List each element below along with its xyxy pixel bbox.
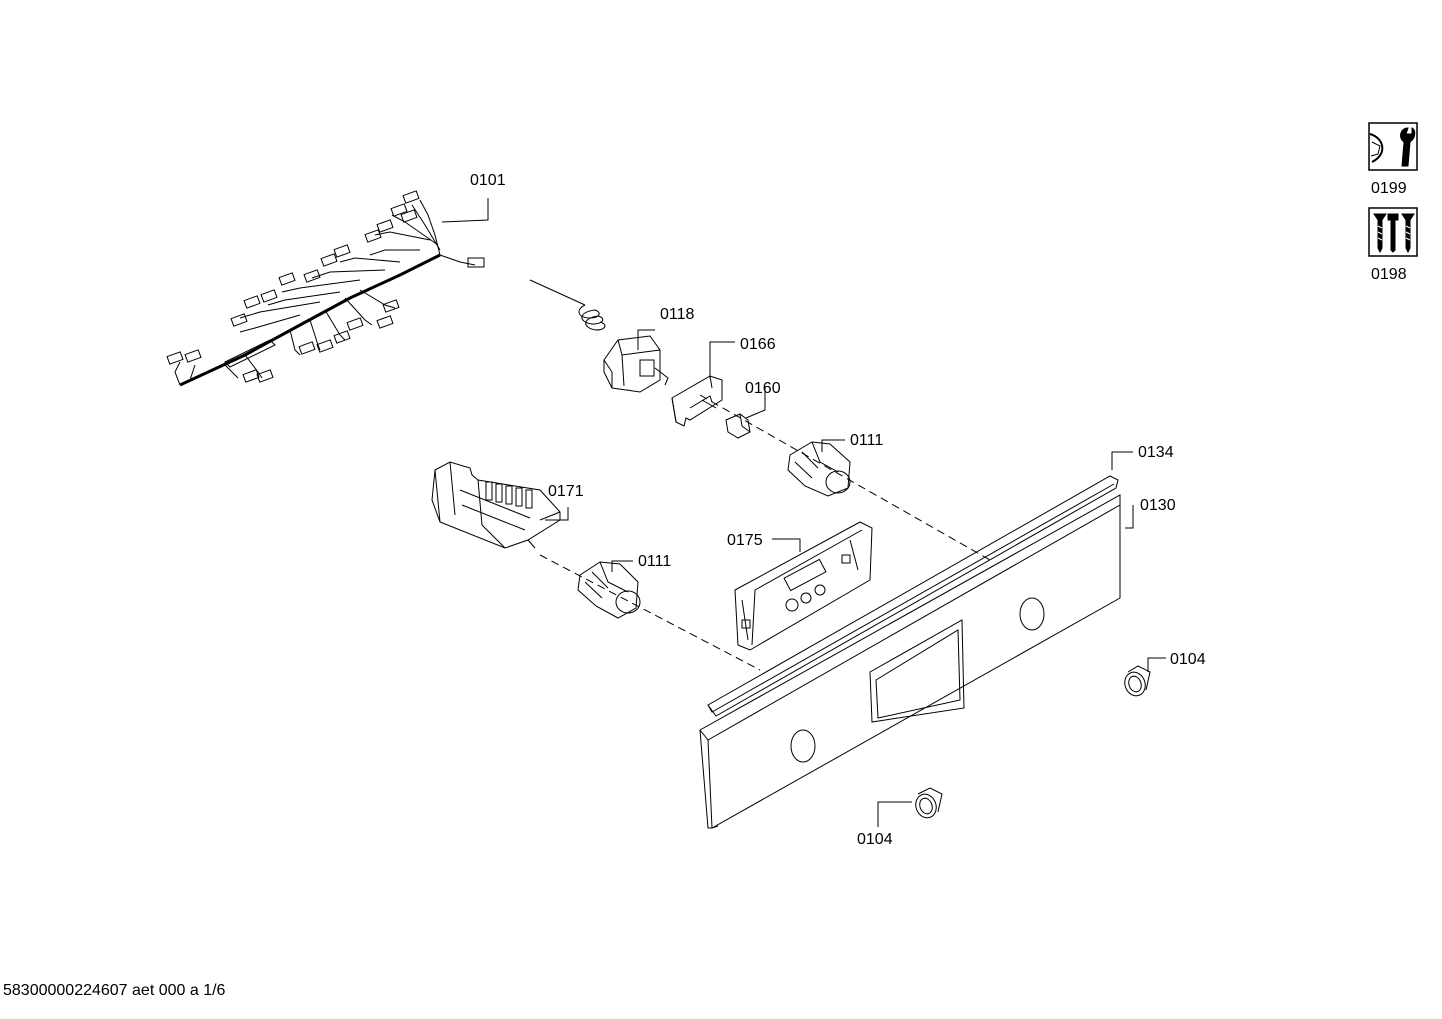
leader-0111-upper [821, 439, 845, 452]
ring-0104-bottom [915, 787, 943, 819]
leader-0118 [637, 329, 655, 350]
bracket-0166 [671, 375, 723, 427]
part-label-0111-upper: 0111 [850, 432, 883, 449]
leader-0134 [1111, 451, 1133, 470]
screws-icon [1368, 207, 1418, 257]
assembly-line-lower [539, 554, 761, 671]
control-module-0175 [734, 521, 873, 651]
part-label-0166: 0166 [740, 336, 776, 353]
part-label-0134: 0134 [1138, 444, 1174, 461]
leader-0171 [545, 507, 569, 521]
leader-0104-bottom [877, 801, 912, 827]
selector-switch-0171 [431, 461, 561, 549]
wrench-icon [1368, 122, 1418, 171]
leader-0160 [745, 386, 766, 419]
part-label-0118: 0118 [660, 306, 695, 323]
thermostat-0118 [529, 279, 669, 393]
part-label-0111-lower: 0111 [638, 553, 671, 570]
screws-icon-label: 0198 [1371, 266, 1407, 283]
knob-0111-lower [577, 561, 641, 619]
part-label-0104-bottom: 0104 [857, 831, 893, 848]
leader-0130 [1125, 505, 1134, 529]
wiring-harness-0101 [166, 190, 485, 387]
trim-strip-0134 [707, 475, 1119, 717]
part-label-0175: 0175 [727, 532, 763, 549]
leader-0166 [709, 341, 735, 378]
part-label-0160: 0160 [745, 380, 781, 397]
tool-icon-label: 0199 [1371, 180, 1407, 197]
leader-0111-lower [611, 560, 633, 572]
part-label-0130: 0130 [1140, 497, 1176, 514]
leader-0101 [441, 198, 489, 223]
part-label-0104-right: 0104 [1170, 651, 1206, 668]
part-label-0171: 0171 [548, 483, 584, 500]
ring-0104-right [1124, 665, 1151, 697]
part-label-0101: 0101 [470, 172, 506, 189]
assembly-line-upper [699, 394, 991, 561]
control-panel-0130 [699, 494, 1121, 829]
document-footer: 58300000224607 aet 000 a 1/6 [3, 982, 226, 999]
leader-0104-right [1147, 657, 1166, 672]
leader-0175 [772, 538, 801, 552]
